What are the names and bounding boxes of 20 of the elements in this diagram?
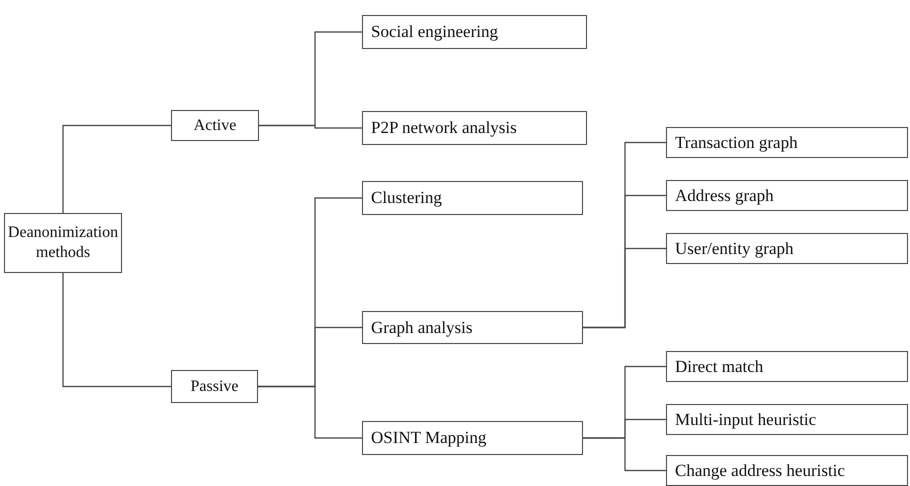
category-box: Multi-input heuristic xyxy=(666,404,908,435)
category-box: Change address heuristic xyxy=(666,455,908,486)
category-box: Clustering xyxy=(362,181,583,215)
connector-line xyxy=(62,124,171,213)
category-box: Passive xyxy=(171,370,258,403)
connector-line xyxy=(258,386,362,439)
category-box: Transaction graph xyxy=(666,127,908,158)
category-box: User/entity graph xyxy=(666,233,908,264)
category-box: P2P network analysis xyxy=(362,111,587,145)
connector-line xyxy=(583,437,666,472)
connector-line xyxy=(259,124,362,129)
category-box: Social engineering xyxy=(362,15,587,49)
category-box: OSINT Mapping xyxy=(362,421,583,455)
category-box: Direct match xyxy=(666,351,908,382)
category-box: Active xyxy=(171,110,259,141)
connector-line xyxy=(62,273,171,388)
category-box: Graph analysis xyxy=(362,311,583,344)
connector-line xyxy=(583,248,666,328)
category-box: Address graph xyxy=(666,180,908,211)
category-box: Deanonimization methods xyxy=(4,213,122,273)
